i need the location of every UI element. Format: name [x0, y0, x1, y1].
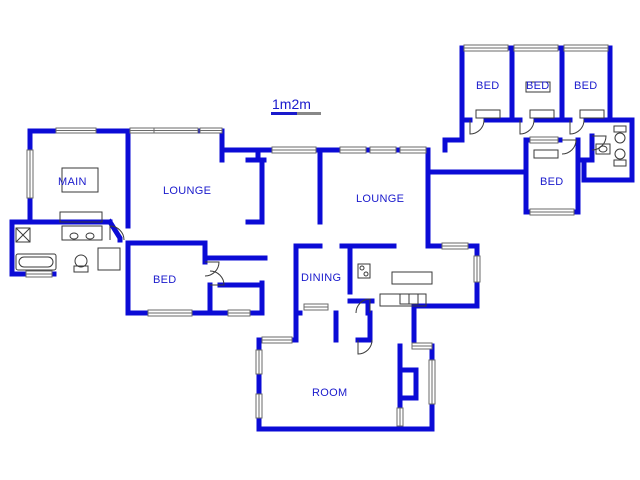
bath-cabinet — [97, 247, 121, 271]
window — [129, 127, 155, 134]
doors — [109, 119, 607, 355]
window — [261, 336, 293, 344]
window — [255, 393, 263, 419]
room-label-room: ROOM — [312, 387, 347, 399]
walls — [9, 45, 635, 432]
toilet — [613, 148, 627, 167]
window — [529, 136, 559, 144]
bed-cabinet — [525, 81, 551, 93]
window — [153, 127, 199, 134]
room-label-bed: BED — [574, 80, 598, 92]
bed-cabinet — [533, 149, 559, 159]
scale-bar-label: 1m2m — [272, 96, 311, 112]
fixtures — [15, 81, 627, 307]
window — [303, 303, 329, 311]
room-label-bed: BED — [526, 80, 550, 92]
bed-cabinet — [529, 109, 555, 119]
window — [147, 309, 193, 317]
stove — [357, 263, 371, 279]
basin — [595, 143, 611, 155]
bathtub — [15, 253, 57, 271]
window — [563, 44, 609, 52]
window — [399, 146, 427, 154]
window — [26, 149, 34, 199]
window — [396, 407, 404, 427]
bed-cabinet — [579, 109, 605, 119]
window — [339, 146, 367, 154]
room-label-dining: DINING — [301, 272, 341, 284]
toilet — [73, 254, 89, 273]
window — [428, 359, 436, 405]
window — [411, 342, 433, 350]
window — [441, 242, 469, 250]
window — [463, 44, 509, 52]
shower — [15, 227, 31, 243]
room-label-main: MAIN — [58, 176, 87, 188]
scale-bar: 1m2m — [271, 96, 321, 115]
window — [227, 309, 251, 317]
room-labels: MAIN LOUNGE LOUNGE BED BED BED BED BED D… — [58, 80, 598, 399]
kitchen-island — [391, 271, 433, 285]
main-cabinet — [59, 211, 103, 223]
window — [255, 349, 263, 375]
room-label-lounge-central: LOUNGE — [356, 193, 404, 205]
window — [473, 255, 481, 283]
toilet — [613, 125, 627, 144]
room-label-bed: BED — [153, 274, 177, 286]
window — [271, 146, 317, 154]
vanity — [61, 225, 103, 241]
room-label-bed: BED — [476, 80, 500, 92]
window — [199, 127, 223, 134]
kitchen-counter — [379, 293, 427, 307]
window — [529, 208, 575, 216]
room-label-bed: BED — [540, 176, 564, 188]
window — [55, 127, 97, 134]
room-label-lounge-west: LOUNGE — [163, 185, 211, 197]
window — [513, 44, 559, 52]
window — [369, 146, 397, 154]
bed-cabinet — [475, 109, 501, 119]
window — [25, 270, 53, 278]
windows — [25, 44, 609, 427]
main-bed-outline — [61, 167, 99, 193]
